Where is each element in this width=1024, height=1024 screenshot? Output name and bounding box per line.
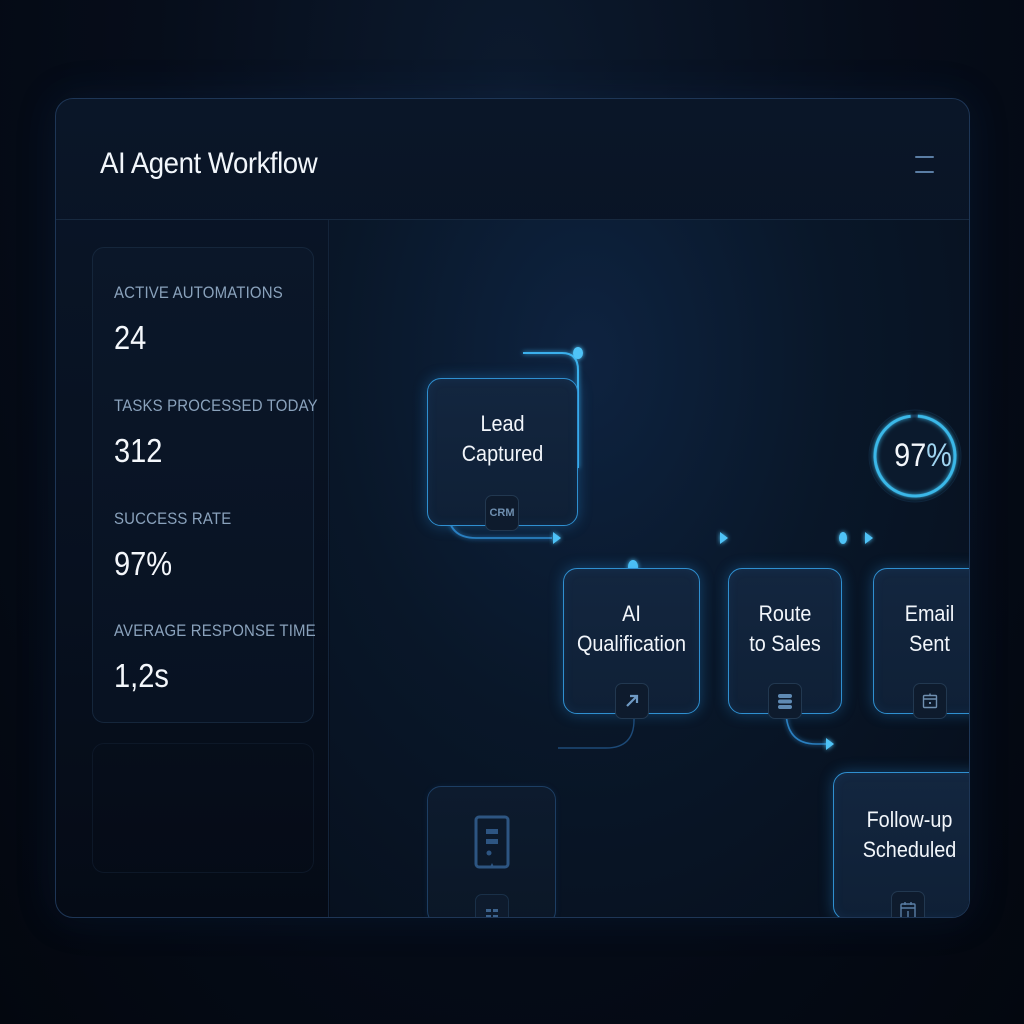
node-label: Lead Captured [461, 411, 544, 466]
port-dot [573, 347, 583, 359]
stats-sidebar: ACTIVE AUTOMATIONS 24 TASKS PROCESSED TO… [56, 220, 329, 917]
stat-active-automations: ACTIVE AUTOMATIONS 24 [114, 283, 306, 357]
stat-avg-response-time: AVERAGE RESPONSE TIME 1,2s [114, 621, 343, 695]
stat-value: 1,2s [114, 657, 169, 694]
grid-list-icon [486, 909, 498, 917]
node-document[interactable] [427, 786, 556, 917]
node-lead-captured[interactable]: Lead Captured CRM [427, 378, 578, 531]
hamburger-menu-icon-bar [915, 171, 934, 173]
hamburger-menu-icon [915, 156, 934, 158]
stat-label: AVERAGE RESPONSE TIME [114, 621, 316, 640]
node-label: Route to Sales [749, 601, 821, 656]
workflow-window: AI Agent Workflow ACTIVE AUTOMATIONS 24 … [55, 98, 970, 918]
menu-button[interactable] [915, 153, 935, 175]
empty-card [92, 743, 314, 873]
stats-card: ACTIVE AUTOMATIONS 24 TASKS PROCESSED TO… [92, 247, 318, 723]
arrow-badge [615, 683, 649, 719]
stat-label: ACTIVE AUTOMATIONS [114, 283, 283, 302]
window-header: AI Agent Workflow [56, 99, 969, 220]
node-label: Email Sent [904, 601, 955, 656]
calendar-icon [922, 693, 938, 709]
node-ai-qualification[interactable]: AI Qualification [563, 568, 700, 719]
stat-value: 312 [114, 432, 163, 469]
node-email-sent[interactable]: Email Sent [873, 568, 969, 719]
stat-tasks-processed: TASKS PROCESSED TODAY 312 [114, 396, 346, 470]
node-label: Follow-up Scheduled [862, 807, 957, 862]
node-label: AI Qualification [577, 601, 686, 656]
stat-label: SUCCESS RATE [114, 509, 232, 528]
success-gauge: 97% [876, 381, 969, 531]
database-icon [778, 694, 792, 709]
page-title: AI Agent Workflow [100, 147, 318, 180]
calendar-icon [900, 902, 916, 917]
database-badge [768, 683, 802, 719]
stat-success-rate: SUCCESS RATE 97% [114, 509, 247, 583]
node-route-to-sales[interactable]: Route to Sales [728, 568, 842, 719]
calendar-badge [913, 683, 947, 719]
stat-label: TASKS PROCESSED TODAY [114, 396, 318, 415]
document-icon [474, 815, 510, 869]
node-follow-up-scheduled[interactable]: Follow-up Scheduled [833, 772, 969, 917]
stat-value: 24 [114, 319, 147, 356]
stat-value: 97% [114, 545, 173, 582]
crm-badge: CRM [485, 495, 519, 531]
calendar-badge [891, 891, 925, 917]
grid-badge [475, 894, 509, 917]
arrow-up-right-icon [626, 694, 639, 707]
workflow-canvas[interactable]: Lead Captured CRM AI Qualification Route [330, 220, 969, 917]
gauge-value: 97% [894, 437, 952, 473]
